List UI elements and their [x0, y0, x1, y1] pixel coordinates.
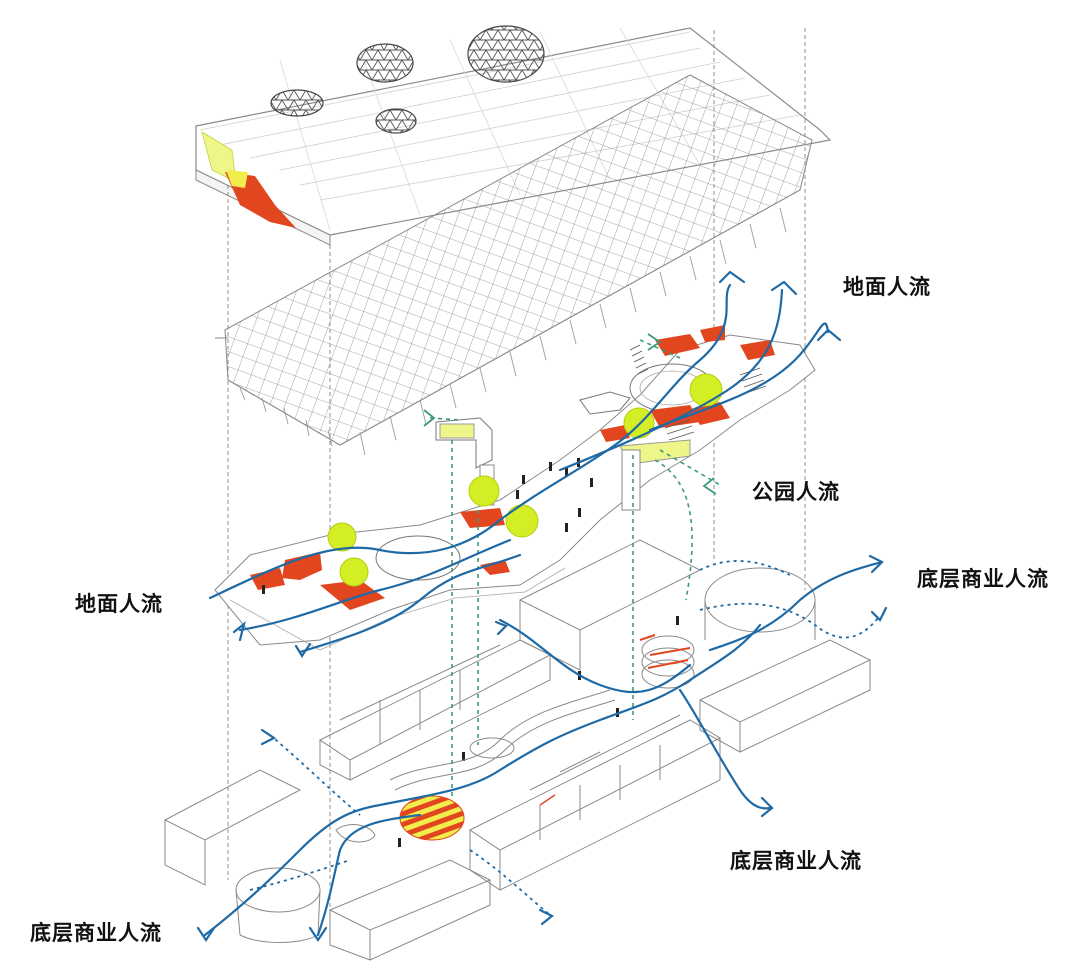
arrowhead-icon: [762, 798, 772, 816]
ground-flow-label-right: 地面人流: [843, 271, 931, 301]
commercial-flow-label-left: 底层商业人流: [30, 917, 162, 947]
skylight: [468, 26, 544, 82]
person-icon: [516, 490, 519, 499]
person-icon: [565, 523, 568, 532]
arrowhead-icon: [496, 622, 506, 634]
commercial-flow-label-mid: 底层商业人流: [730, 845, 862, 875]
round-pavilion: [236, 868, 320, 912]
person-icon: [578, 508, 581, 517]
arrowhead-icon: [234, 624, 244, 640]
arrowhead-icon: [872, 608, 886, 620]
park-flow-label: 公园人流: [752, 476, 840, 506]
tree-icon: [469, 476, 499, 506]
arrowhead-icon: [772, 282, 796, 294]
person-icon: [398, 838, 401, 847]
commercial-block: [165, 770, 300, 840]
ground-flow-label-left: 地面人流: [75, 588, 163, 618]
skylight: [376, 109, 416, 133]
person-icon: [522, 475, 525, 484]
arrowhead-icon: [540, 910, 552, 924]
person-icon: [549, 462, 552, 471]
tree-icon: [328, 523, 356, 551]
commercial-block: [320, 640, 550, 760]
skylight: [357, 44, 413, 82]
core-shaft: [622, 450, 640, 510]
arrowhead-icon: [818, 330, 840, 340]
commercial-block: [470, 720, 720, 850]
arrowhead-icon: [262, 730, 274, 744]
tree-icon: [690, 374, 722, 406]
skylight: [271, 90, 323, 116]
tree-icon: [340, 558, 368, 586]
commercial-flow-label-right: 底层商业人流: [917, 563, 1049, 593]
person-icon: [262, 585, 265, 594]
commercial-block: [330, 860, 490, 930]
striped-plaza: [400, 796, 464, 840]
person-icon: [676, 616, 679, 625]
arrowhead-icon: [720, 272, 744, 282]
tree-icon: [506, 505, 538, 537]
commercial-block: [700, 640, 870, 722]
person-icon: [590, 478, 593, 487]
